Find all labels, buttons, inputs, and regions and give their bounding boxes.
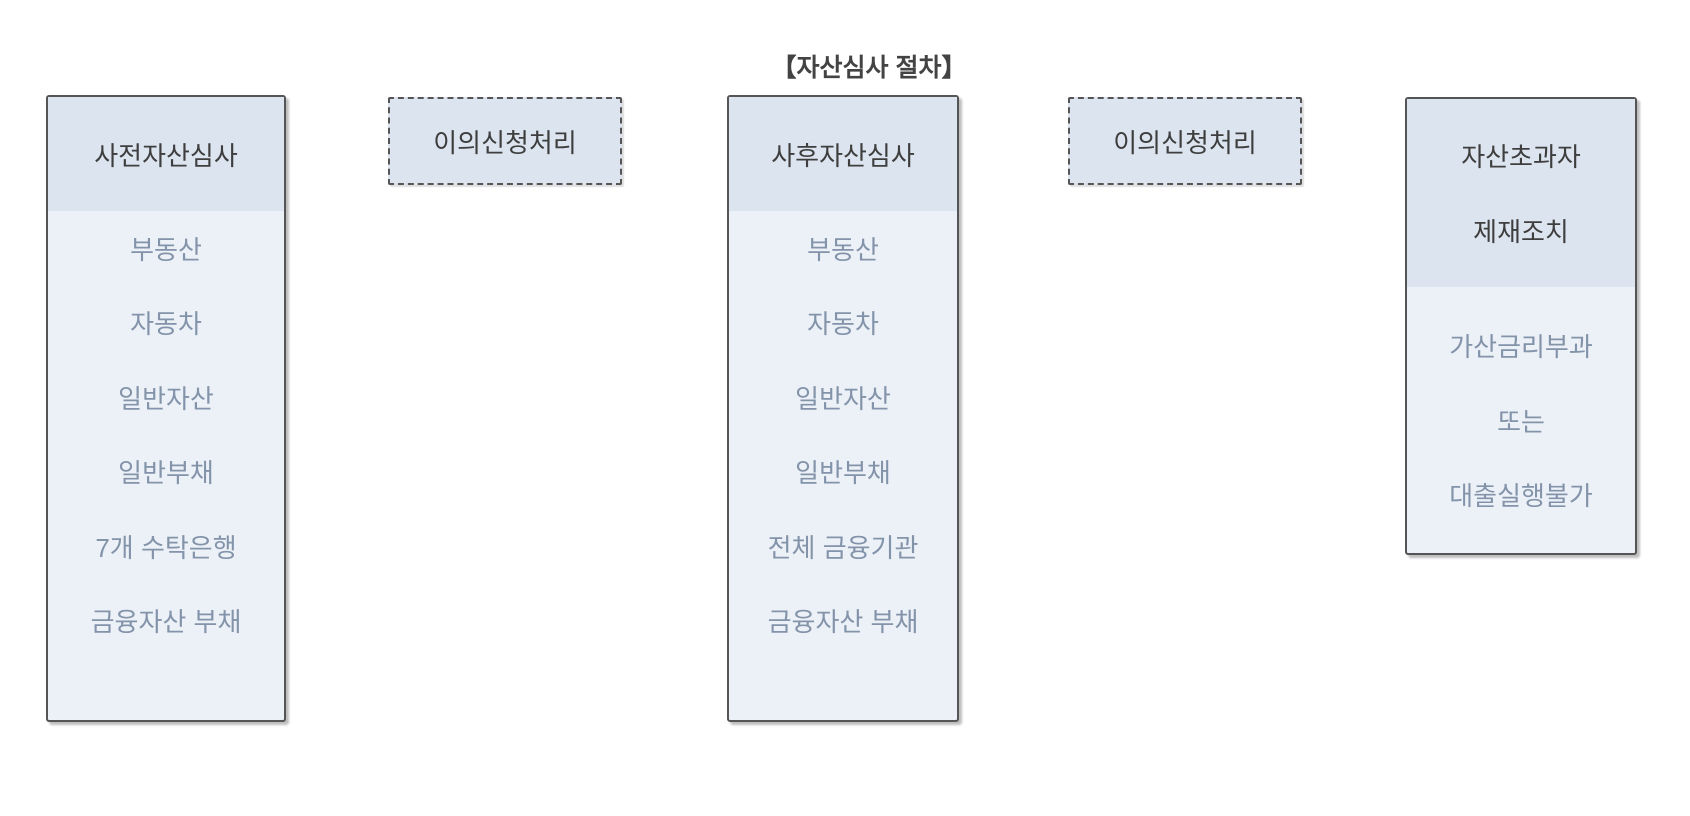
box-body: 가산금리부과 또는 대출실행불가: [1407, 287, 1635, 553]
box-pre-asset-review: 사전자산심사 부동산 자동차 일반자산 일반부채 7개 수탁은행 금융자산 부채: [46, 95, 286, 722]
box-objection-processing-2: 이의신청처리: [1068, 97, 1302, 185]
box-item: 일반자산: [118, 383, 214, 414]
box-post-asset-review: 사후자산심사 부동산 자동차 일반자산 일반부채 전체 금융기관 금융자산 부채: [727, 95, 959, 722]
box-item: 전체 금융기관: [767, 532, 919, 563]
box-item: 일반부채: [795, 458, 891, 489]
box-objection-processing-1: 이의신청처리: [388, 97, 622, 185]
box-item: 7개 수탁은행: [95, 532, 237, 563]
box-item: 또는: [1497, 406, 1545, 437]
box-header: 사후자산심사: [729, 97, 957, 211]
box-item: 부동산: [807, 234, 879, 265]
box-item: 금융자산 부채: [90, 607, 242, 638]
box-header: 사전자산심사: [48, 97, 284, 211]
box-label: 이의신청처리: [433, 127, 577, 158]
diagram-title: 【자산심사 절차】: [771, 54, 967, 82]
box-item: 자동차: [130, 309, 202, 340]
box-label: 이의신청처리: [1113, 127, 1257, 158]
box-item: 가산금리부과: [1449, 332, 1593, 362]
box-asset-excess-sanctions: 자산초과자 제재조치 가산금리부과 또는 대출실행불가: [1405, 97, 1637, 555]
box-item: 금융자산 부채: [767, 607, 919, 638]
box-item: 일반부채: [118, 458, 214, 489]
box-item: 일반자산: [795, 383, 891, 414]
box-header-label: 제재조치: [1473, 217, 1569, 247]
box-header-label: 사전자산심사: [94, 140, 238, 171]
box-item: 대출실행불가: [1449, 481, 1593, 511]
box-header: 자산초과자 제재조치: [1407, 99, 1635, 287]
box-item: 자동차: [807, 309, 879, 340]
box-item: 부동산: [130, 234, 202, 265]
box-body: 부동산 자동차 일반자산 일반부채 7개 수탁은행 금융자산 부채: [48, 211, 284, 720]
box-header-label: 자산초과자: [1461, 142, 1581, 172]
box-body: 부동산 자동차 일반자산 일반부채 전체 금융기관 금융자산 부채: [729, 211, 957, 720]
box-header-label: 사후자산심사: [771, 140, 915, 171]
